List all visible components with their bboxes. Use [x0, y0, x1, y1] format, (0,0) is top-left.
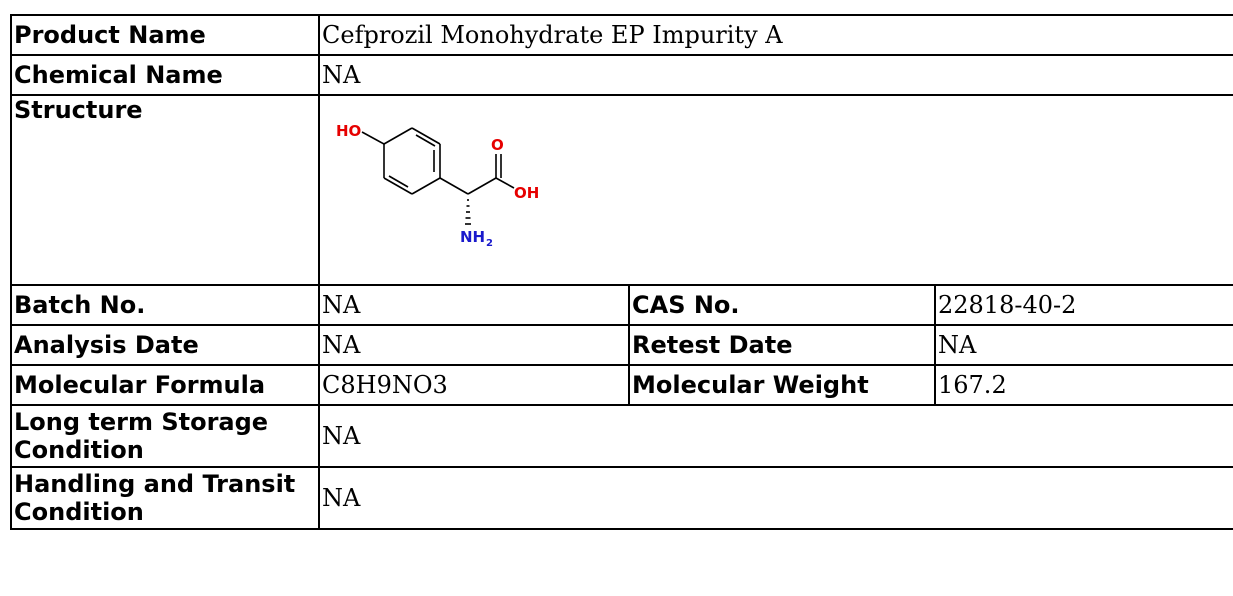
structure-cell: HO O OH NH 2	[318, 94, 1233, 286]
molecular-weight-value: 167.2	[934, 364, 1233, 406]
chemical-name-value: NA	[318, 54, 1233, 96]
atom-amine-subscript: 2	[486, 238, 493, 249]
row-analysis: Analysis Date NA Retest Date NA	[10, 324, 1233, 366]
row-handling: Handling and Transit Condition NA	[10, 466, 1233, 530]
row-batch: Batch No. NA CAS No. 22818-40-2	[10, 284, 1233, 326]
cas-no-label: CAS No.	[628, 284, 936, 326]
handling-condition-value: NA	[318, 466, 1233, 530]
product-spec-table: Product Name Cefprozil Monohydrate EP Im…	[10, 14, 1233, 530]
storage-condition-value: NA	[318, 404, 1233, 468]
cas-no-value: 22818-40-2	[934, 284, 1233, 326]
row-storage: Long term Storage Condition NA	[10, 404, 1233, 468]
retest-date-value: NA	[934, 324, 1233, 366]
retest-date-label: Retest Date	[628, 324, 936, 366]
chemical-structure-drawing: HO O OH NH 2	[336, 122, 539, 249]
bond-lines	[361, 127, 515, 195]
row-formula: Molecular Formula C8H9NO3 Molecular Weig…	[10, 364, 1233, 406]
molecular-formula-label: Molecular Formula	[10, 364, 320, 406]
atom-carbonyl-oxygen-label: O	[491, 136, 504, 154]
row-structure: Structure	[10, 94, 1233, 286]
storage-condition-label: Long term Storage Condition	[10, 404, 320, 468]
chemical-name-label: Chemical Name	[10, 54, 320, 96]
analysis-date-label: Analysis Date	[10, 324, 320, 366]
hashed-wedge-bond	[465, 199, 471, 225]
structure-label: Structure	[10, 94, 320, 286]
atom-hydroxyl-label: HO	[336, 122, 361, 140]
analysis-date-value: NA	[318, 324, 630, 366]
product-name-value: Cefprozil Monohydrate EP Impurity A	[318, 14, 1233, 56]
atom-amine-label: NH	[460, 228, 485, 246]
molecular-formula-value: C8H9NO3	[318, 364, 630, 406]
product-name-label: Product Name	[10, 14, 320, 56]
batch-no-label: Batch No.	[10, 284, 320, 326]
handling-condition-label: Handling and Transit Condition	[10, 466, 320, 530]
atom-acid-hydroxyl-label: OH	[514, 184, 539, 202]
batch-no-value: NA	[318, 284, 630, 326]
row-chemical-name: Chemical Name NA	[10, 54, 1233, 96]
row-product-name: Product Name Cefprozil Monohydrate EP Im…	[10, 14, 1233, 56]
structure-image: HO O OH NH 2	[322, 97, 1233, 283]
molecular-weight-label: Molecular Weight	[628, 364, 936, 406]
